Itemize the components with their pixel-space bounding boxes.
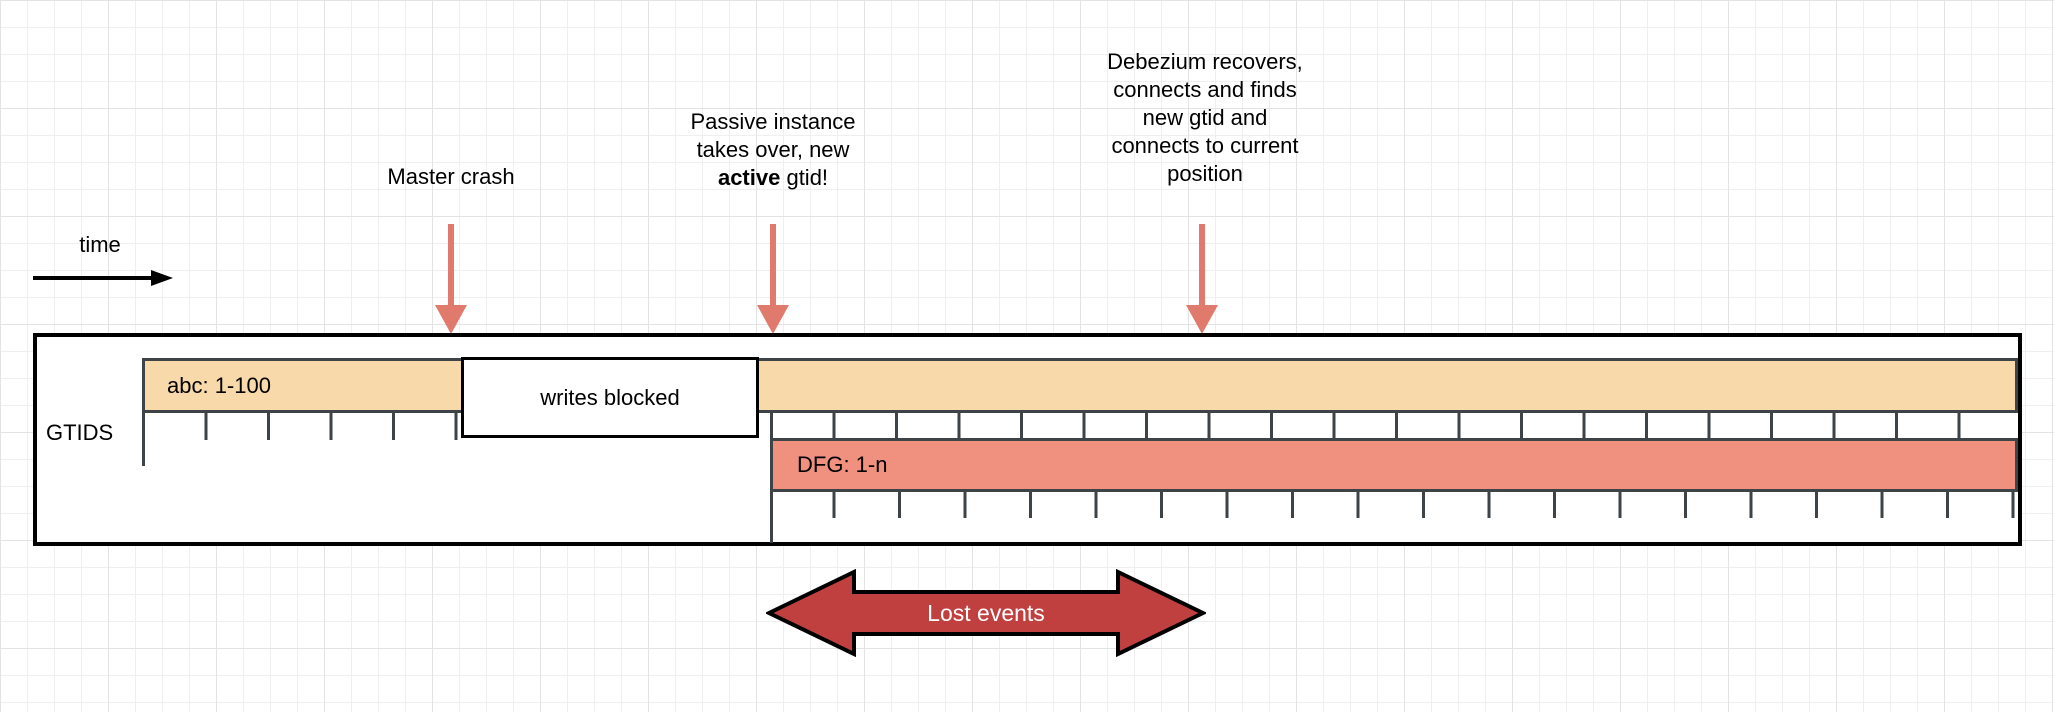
gtids-label: GTIDS bbox=[46, 420, 114, 445]
lost-events-arrow: Lost events bbox=[764, 568, 1208, 658]
event-marker-arrow-passive-takeover-icon bbox=[757, 224, 789, 334]
event-marker-arrow-master-crash-icon bbox=[435, 224, 467, 334]
lost-events-label: Lost events bbox=[927, 599, 1045, 626]
time-axis-label: time bbox=[79, 232, 121, 257]
gtid-band-dfg: DFG: 1-n bbox=[770, 438, 2018, 492]
tick-row-lower-right bbox=[770, 491, 2018, 518]
writes-blocked-box: writes blocked bbox=[461, 357, 759, 438]
gtid-band-abc: abc: 1-100 bbox=[142, 358, 2018, 413]
abc-start-tick bbox=[142, 358, 145, 466]
tick-row-abc bbox=[142, 412, 464, 440]
gtid-band-abc-label: abc: 1-100 bbox=[167, 372, 271, 398]
gtid-band-dfg-label: DFG: 1-n bbox=[797, 452, 888, 477]
annotation-master-crash: Master crash bbox=[387, 164, 515, 189]
tick-row-upper-right bbox=[770, 412, 2018, 438]
event-marker-arrow-debezium-recovers-icon bbox=[1186, 224, 1218, 334]
writes-blocked-label: writes blocked bbox=[540, 384, 680, 410]
lost-events-double-arrow-icon bbox=[764, 568, 1208, 658]
time-axis-arrow-icon bbox=[33, 270, 173, 286]
